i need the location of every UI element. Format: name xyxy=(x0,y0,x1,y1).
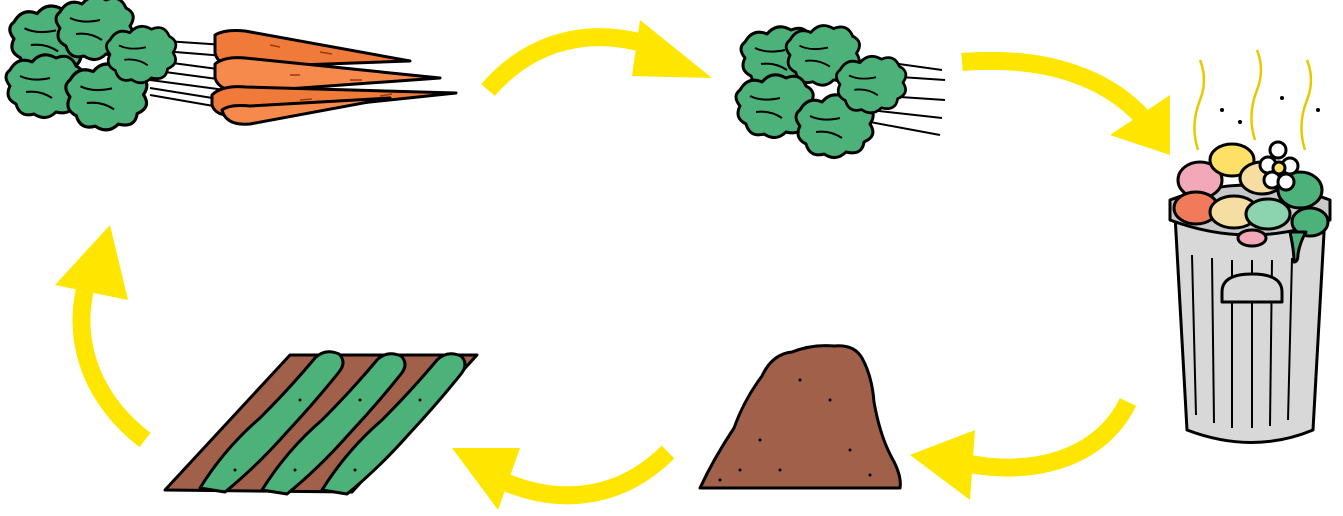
carrots-with-tops-icon xyxy=(6,0,456,130)
compost-pile-icon xyxy=(700,346,900,488)
garden-rows-icon xyxy=(165,352,477,494)
arrow-tops-to-trash xyxy=(962,61,1170,155)
flower-icon xyxy=(1260,142,1298,190)
carrot-tops-icon xyxy=(736,26,945,158)
arrow-compost-to-garden xyxy=(452,448,668,510)
arrow-garden-to-carrots xyxy=(55,225,145,440)
arrow-carrots-to-tops xyxy=(488,20,712,90)
arrow-trash-to-compost xyxy=(910,402,1128,500)
trash-can-food-scraps-icon xyxy=(1170,50,1330,443)
